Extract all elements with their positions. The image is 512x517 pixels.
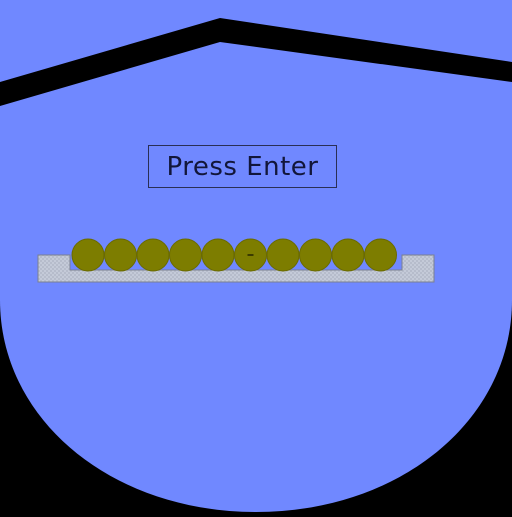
ball-tray: [37, 254, 435, 283]
press-enter-label: Press Enter: [166, 151, 319, 182]
ball: [331, 238, 365, 272]
ball: [266, 238, 300, 272]
ball: [71, 238, 105, 272]
ball: [299, 238, 332, 272]
ball: [136, 238, 170, 272]
ball-mark: [247, 254, 254, 256]
ball: [201, 238, 235, 272]
roof-stripe: [0, 18, 512, 106]
press-enter-prompt[interactable]: Press Enter: [148, 145, 337, 188]
ball: [364, 238, 397, 272]
ball: [104, 238, 137, 272]
ball: [169, 238, 202, 272]
balls-group: [71, 238, 397, 272]
